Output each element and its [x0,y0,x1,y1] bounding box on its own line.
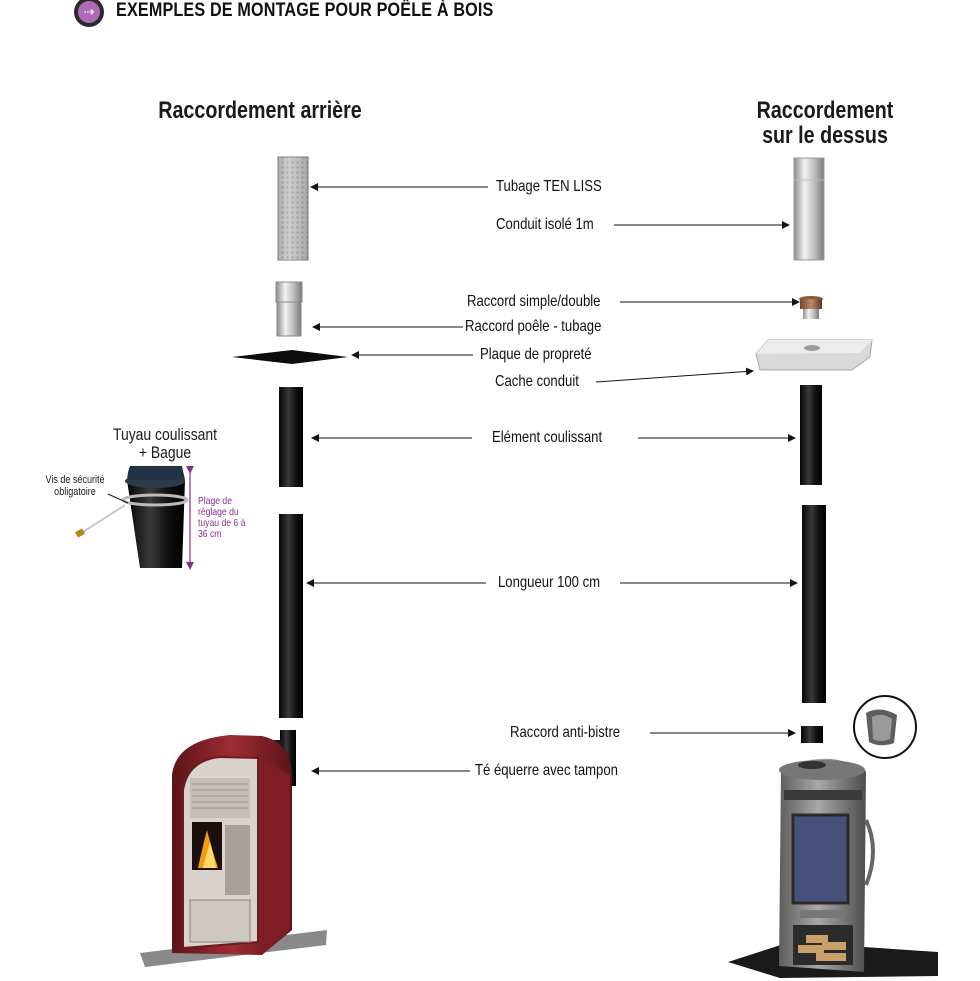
leader-lines [306,183,800,775]
inset-title-line1: Tuyau coulissant [112,425,218,444]
plage-note-line3: tuyau de 6 à [198,517,246,529]
arrows-icon: ⇢ [74,0,104,27]
plage-note-line1: Plage de [198,495,232,507]
label-element: Elément coulissant [492,429,603,446]
anti-bistre-detail [853,695,917,759]
plaque-de-proprete [232,350,348,364]
label-longueur: Longueur 100 cm [498,574,601,591]
grey-stove [728,758,938,978]
label-raccord-simple: Raccord simple/double [467,293,601,310]
label-tubage: Tubage TEN LISS [496,178,602,195]
right-column-title-line1: Raccordement [756,97,894,124]
tubage-flexible [277,156,309,261]
element-coulissant-left [279,387,303,487]
raccord-poele-tubage [275,281,303,337]
conduit-isole [793,157,825,261]
raccord-simple-double [799,296,823,319]
vis-note-line1: Vis de sécurité [45,474,105,486]
inset-title-line2: + Bague [138,443,192,462]
raccord-anti-bistre-part [801,726,823,743]
longueur-pipe-left [279,514,303,718]
page-title: EXEMPLES DE MONTAGE POUR POÊLE À BOIS [116,0,494,21]
label-cache: Cache conduit [495,373,579,390]
plage-note-line2: réglage du [198,506,239,518]
label-te: Té équerre avec tampon [475,762,618,779]
left-column-title: Raccordement arrière [158,97,362,124]
label-anti-bistre: Raccord anti-bistre [510,724,621,741]
label-raccord-poele: Raccord poêle - tubage [465,318,602,335]
element-coulissant-right [800,385,822,485]
red-stove [140,735,327,967]
longueur-pipe-right [802,505,826,703]
page-header: ⇢ EXEMPLES DE MONTAGE POUR POÊLE À BOIS [74,0,560,28]
label-conduit: Conduit isolé 1m [496,216,594,233]
cache-conduit [755,339,873,371]
label-plaque: Plaque de propreté [480,346,592,363]
vis-note-line2: obligatoire [54,486,96,498]
plage-note-line4: 36 cm [198,528,222,540]
inset-sliding-pipe [75,466,194,570]
right-column-title-line2: sur le dessus [762,122,888,149]
